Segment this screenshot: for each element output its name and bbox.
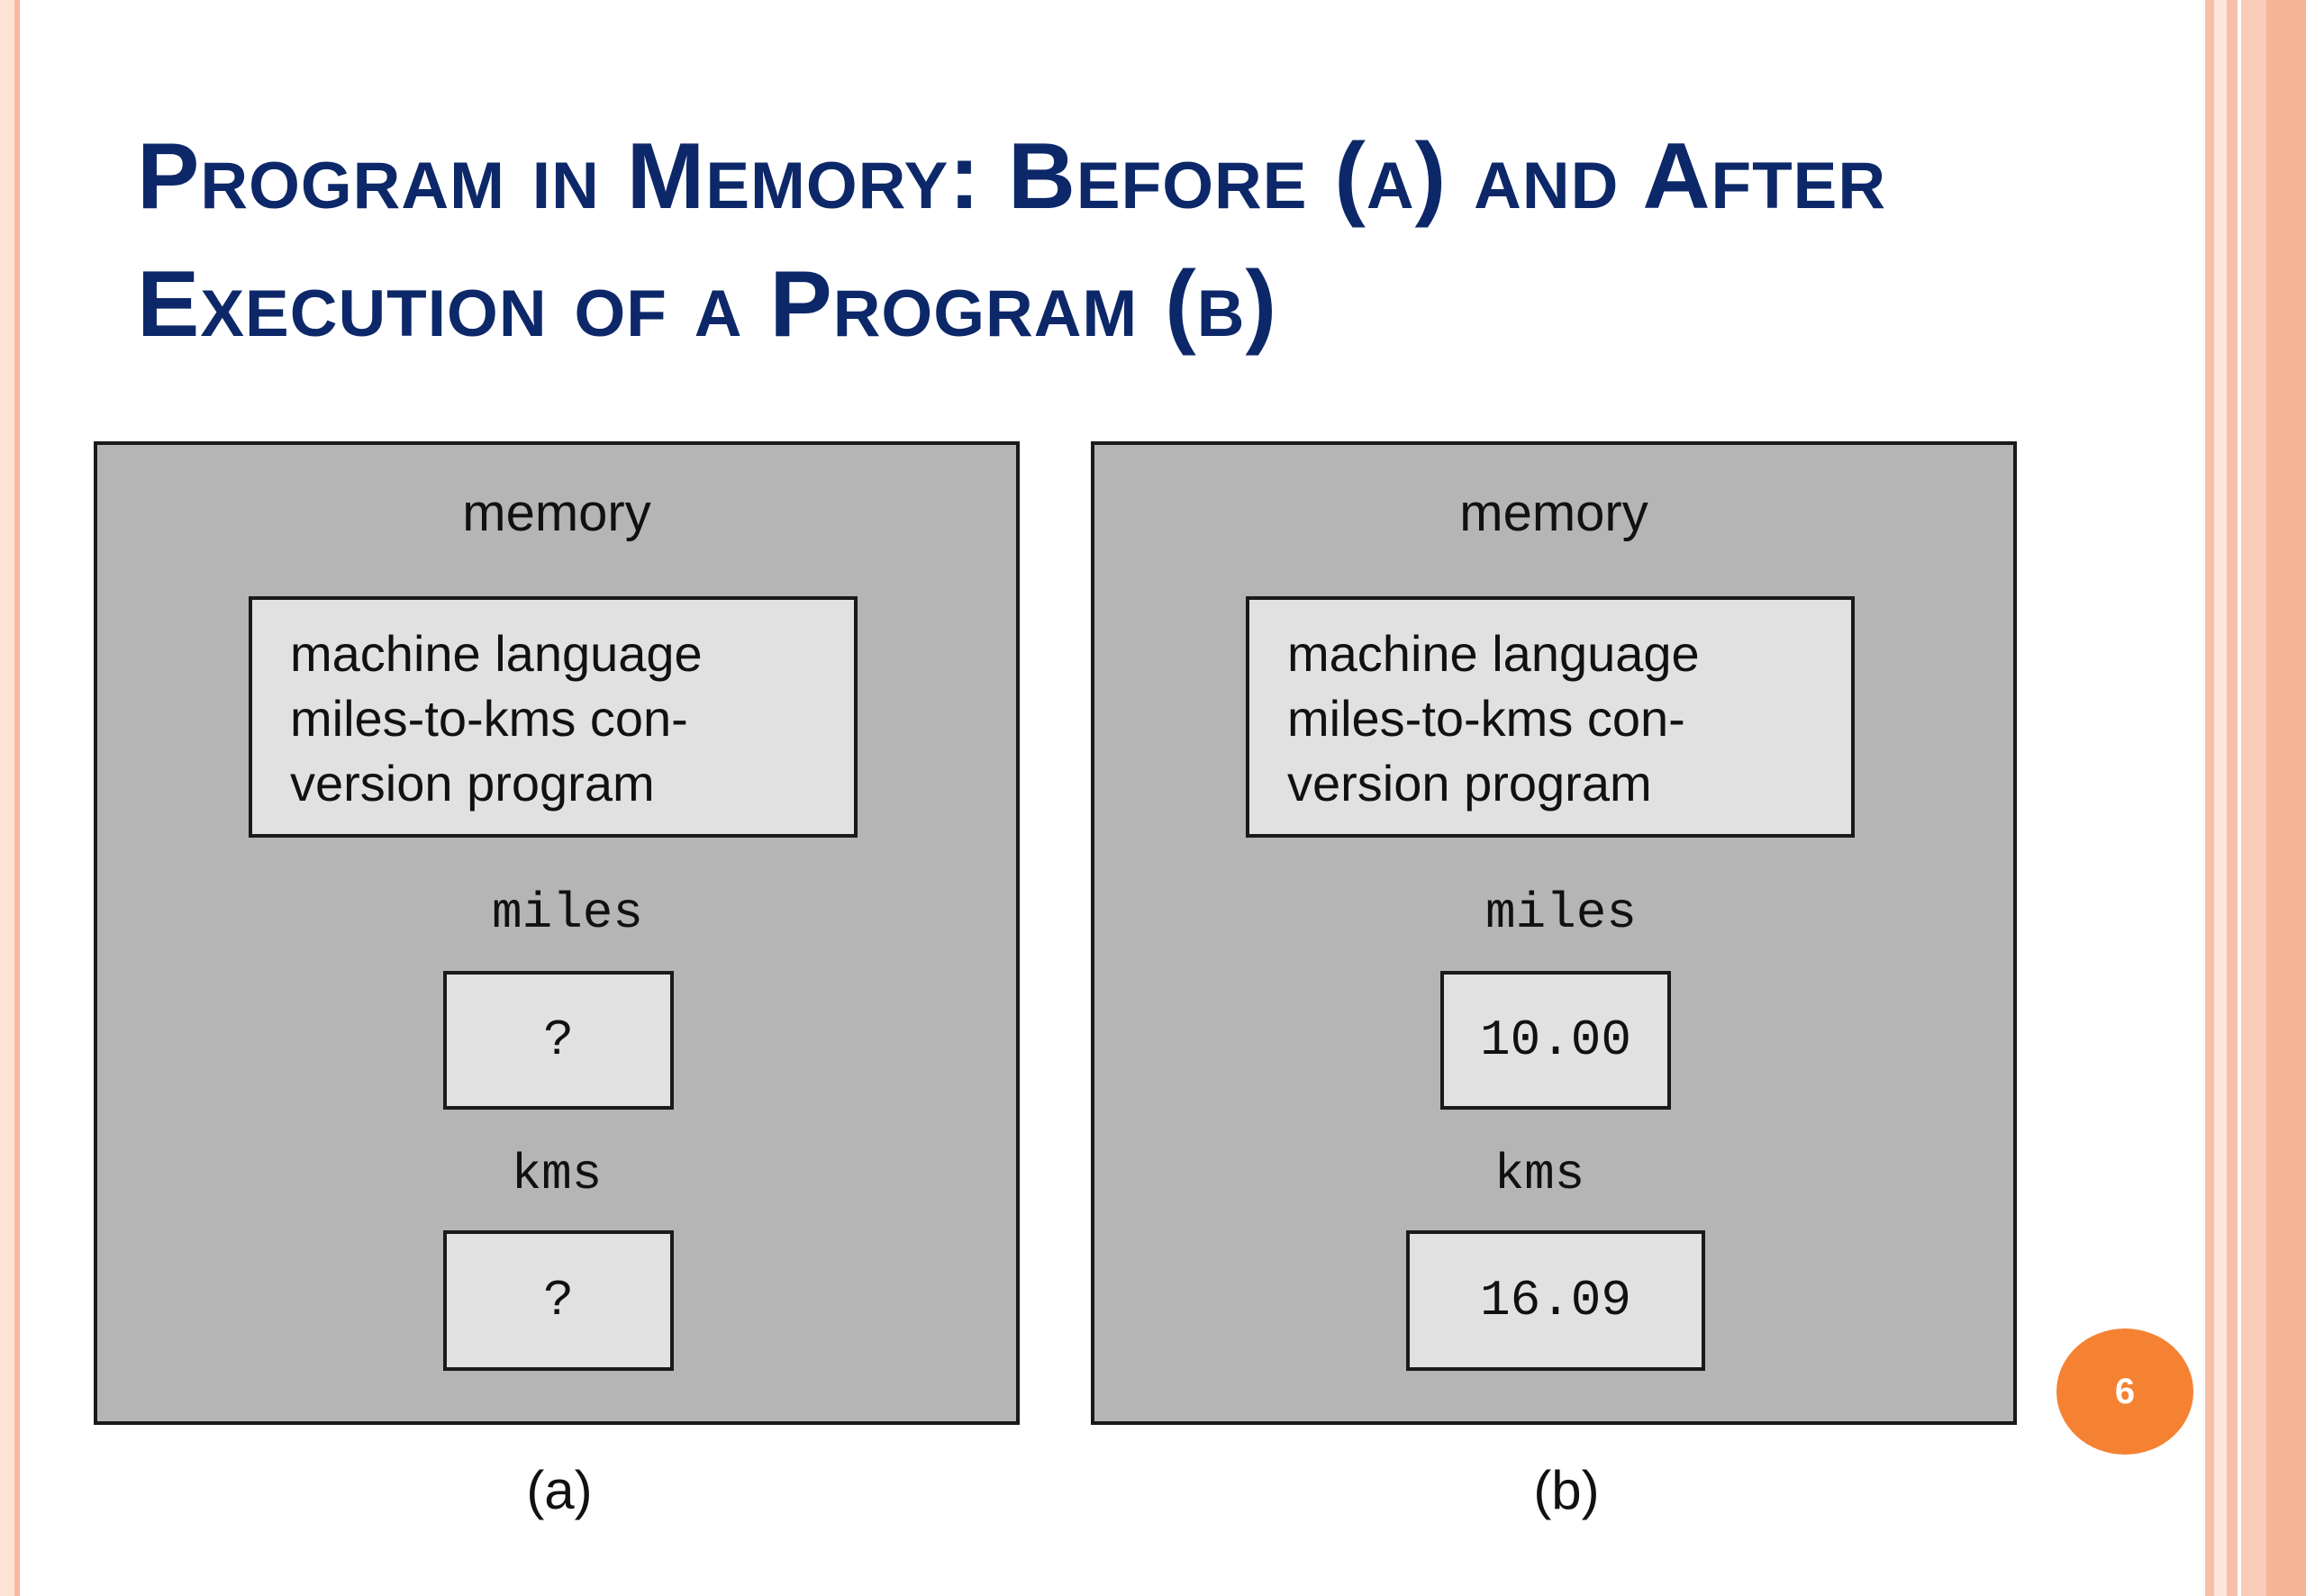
program-line: miles-to-kms con- (1287, 690, 1685, 747)
kms-label: kms (1493, 1146, 1585, 1203)
caption-a: (a) (526, 1460, 593, 1520)
miles-label: miles (1484, 884, 1638, 942)
kms-label: kms (511, 1146, 603, 1203)
program-line: miles-to-kms con- (290, 690, 688, 747)
slide-number-badge: 6 (2056, 1328, 2193, 1455)
right-decorative-border (2203, 0, 2306, 1596)
memory-label: memory (1459, 484, 1648, 542)
program-line: version program (290, 755, 655, 812)
memory-label: memory (462, 484, 651, 542)
left-decorative-border (0, 0, 27, 1596)
program-box: machine language miles-to-kms con- versi… (249, 596, 858, 838)
miles-value-box: 10.00 (1440, 971, 1671, 1110)
program-line: machine language (1287, 625, 1700, 682)
caption-b: (b) (1533, 1460, 1600, 1520)
program-box: machine language miles-to-kms con- versi… (1246, 596, 1855, 838)
program-line: version program (1287, 755, 1652, 812)
miles-value-box: ? (443, 971, 674, 1110)
kms-value-box: 16.09 (1406, 1230, 1705, 1371)
miles-label: miles (491, 884, 644, 942)
memory-panel-after: memory machine language miles-to-kms con… (1091, 441, 2017, 1425)
program-line: machine language (290, 625, 703, 682)
slide-title: Program in Memory: Before (a) and After … (137, 124, 1887, 357)
memory-panel-before: memory machine language miles-to-kms con… (94, 441, 1020, 1425)
kms-value-box: ? (443, 1230, 674, 1371)
